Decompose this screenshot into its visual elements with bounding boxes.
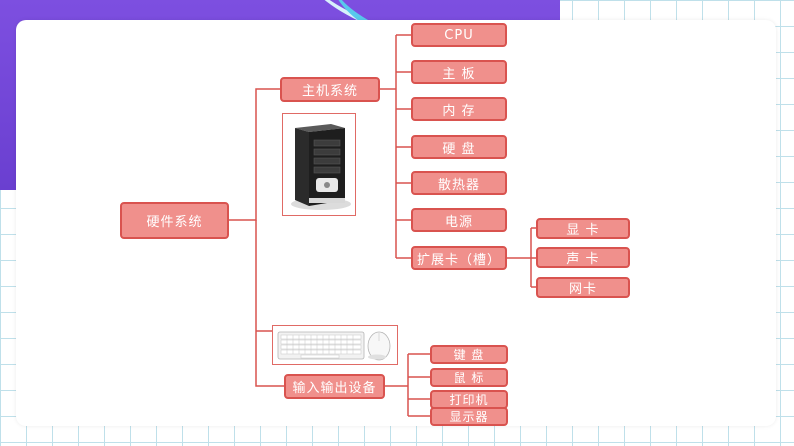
node-hardware-system: 硬件系统 <box>120 202 229 239</box>
node-printer: 打印机 <box>430 390 508 409</box>
node-expansion-card: 扩展卡（槽） <box>411 246 507 270</box>
node-graphics-card: 显 卡 <box>536 218 630 239</box>
node-monitor: 显示器 <box>430 407 508 426</box>
node-mouse: 鼠 标 <box>430 368 508 387</box>
node-cpu: CPU <box>411 23 507 47</box>
pc-tower-icon <box>282 113 356 216</box>
node-memory: 内 存 <box>411 97 507 121</box>
keyboard-mouse-icon <box>272 325 398 365</box>
edge-root-io <box>255 220 285 387</box>
node-host-system: 主机系统 <box>280 77 380 102</box>
node-power: 电源 <box>411 208 507 232</box>
node-network-card: 网卡 <box>536 277 630 298</box>
node-hard-disk: 硬 盘 <box>411 135 507 159</box>
node-mainboard: 主 板 <box>411 60 507 84</box>
edge-root-host <box>228 88 281 221</box>
node-cooler: 散热器 <box>411 171 507 195</box>
node-sound-card: 声 卡 <box>536 247 630 268</box>
node-io-devices: 输入输出设备 <box>284 374 385 399</box>
node-keyboard: 键 盘 <box>430 345 508 364</box>
